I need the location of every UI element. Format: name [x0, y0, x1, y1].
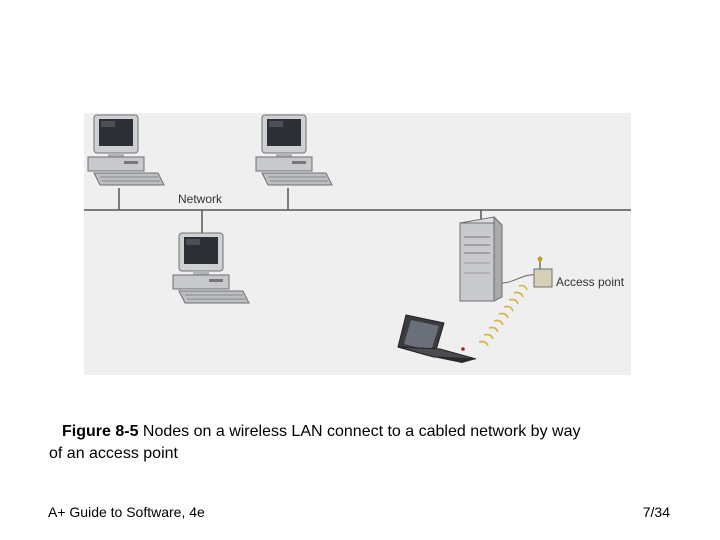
- laptop-icon: [397, 314, 477, 363]
- access-point-icon: [533, 256, 553, 288]
- figure-caption: Figure 8-5 Nodes on a wireless LAN conne…: [49, 421, 672, 465]
- network-diagram: Network Access point: [84, 113, 631, 375]
- caption-text-line1: Nodes on a wireless LAN connect to a cab…: [138, 423, 581, 440]
- access-point-label: Access point: [556, 275, 625, 289]
- access-point-cable: [501, 274, 537, 284]
- desktop-computer-icon: [87, 114, 165, 186]
- server-icon: [458, 215, 504, 302]
- desktop-computer-icon: [172, 232, 250, 304]
- caption-text-line2: of an access point: [49, 445, 178, 462]
- footer-book-title: A+ Guide to Software, 4e: [48, 504, 205, 520]
- network-label: Network: [178, 192, 223, 206]
- figure-number: Figure 8-5: [62, 423, 139, 440]
- desktop-computer-icon: [255, 114, 333, 186]
- wireless-signal-icon: [478, 284, 528, 347]
- slide-page-number: 7/34: [642, 504, 670, 520]
